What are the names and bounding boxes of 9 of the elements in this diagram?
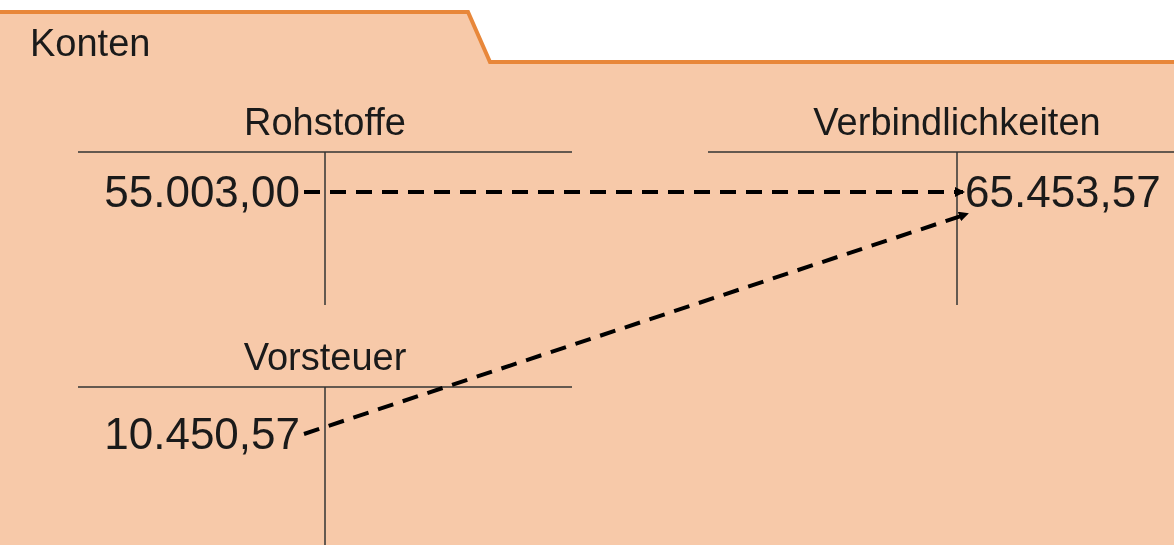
amount-entry: 55.003,00	[104, 170, 300, 214]
account-title: Vorsteuer	[243, 338, 407, 376]
account-title: Verbindlichkeiten	[813, 103, 1101, 141]
amount-entry: 10.450,57	[104, 412, 300, 456]
amount-entry: 65.453,57	[965, 170, 1161, 214]
dashed-arrow	[303, 211, 969, 436]
account-title: Rohstoffe	[244, 103, 406, 141]
tab-label: Konten	[30, 24, 151, 62]
dashed-arrow	[304, 187, 965, 197]
